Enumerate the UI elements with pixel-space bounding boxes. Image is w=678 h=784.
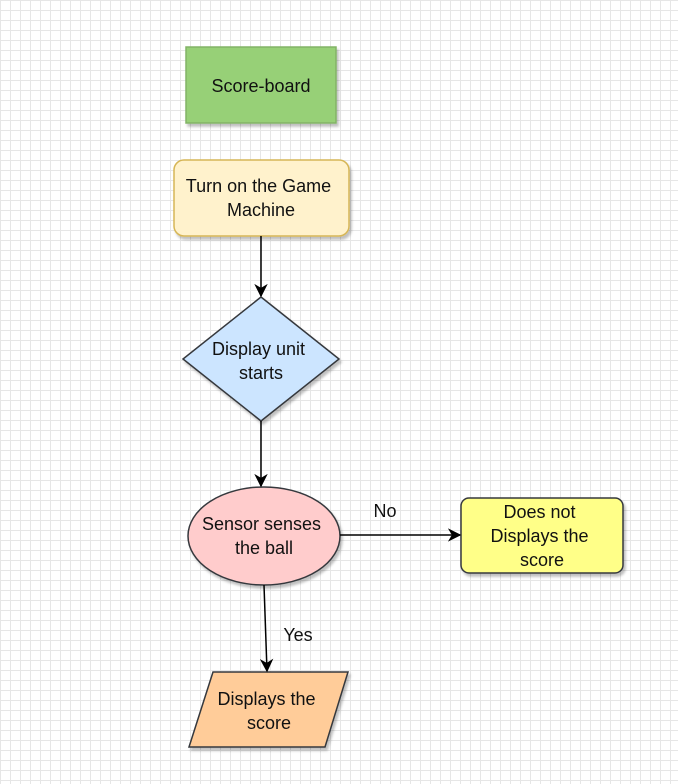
node-display-unit-text-line1: Display unit xyxy=(212,339,305,359)
node-sensor[interactable]: Sensor senses the ball xyxy=(187,486,341,586)
svg-text:Sensor senses the ball: Sensor senses the ball xyxy=(202,514,326,558)
edge-sensor-to-displays-score xyxy=(259,584,274,673)
node-scoreboard-shape xyxy=(185,46,337,124)
node-no-display[interactable]: Does not Displays the score xyxy=(460,497,624,574)
node-turn-on[interactable]: Turn on the Game Machine xyxy=(173,159,350,237)
node-displays-score-shape xyxy=(187,671,350,748)
node-displays-score-text-line1: Displays the xyxy=(217,689,315,709)
node-turn-on-text-line2: Machine xyxy=(227,200,295,220)
svg-text:Score-board: Score-board xyxy=(211,76,310,96)
edge-label-yes: Yes xyxy=(283,625,312,645)
node-scoreboard-text: Score-board xyxy=(211,76,310,96)
node-turn-on-text-line1: Turn on the Game xyxy=(186,176,331,196)
svg-text:Displays the score: Displays the score xyxy=(217,689,320,733)
node-display-unit-text-line2: starts xyxy=(239,363,283,383)
svg-text:Does not Displays the: Does not Displays the score xyxy=(490,502,593,570)
node-sensor-text-line1: Sensor senses xyxy=(202,514,321,534)
node-no-display-text-line2: Displays the xyxy=(490,526,588,546)
node-no-display-text-line3: score xyxy=(520,550,564,570)
node-no-display-text-line1: Does not xyxy=(503,502,575,522)
node-turn-on-shape xyxy=(173,159,350,237)
svg-text:Display unit starts: Display unit starts xyxy=(212,339,310,383)
node-display-unit-shape xyxy=(181,296,341,422)
node-displays-score[interactable]: Displays the score xyxy=(187,671,350,748)
node-scoreboard[interactable]: Score-board xyxy=(185,46,337,124)
node-displays-score-text-line2: score xyxy=(247,713,291,733)
node-sensor-text-line2: the ball xyxy=(235,538,293,558)
svg-text:Turn on the Game Machine: Turn on the Game Machine xyxy=(186,176,336,220)
node-display-unit[interactable]: Display unit starts xyxy=(181,296,341,422)
edge-label-no: No xyxy=(373,501,396,521)
node-sensor-shape xyxy=(187,486,341,586)
